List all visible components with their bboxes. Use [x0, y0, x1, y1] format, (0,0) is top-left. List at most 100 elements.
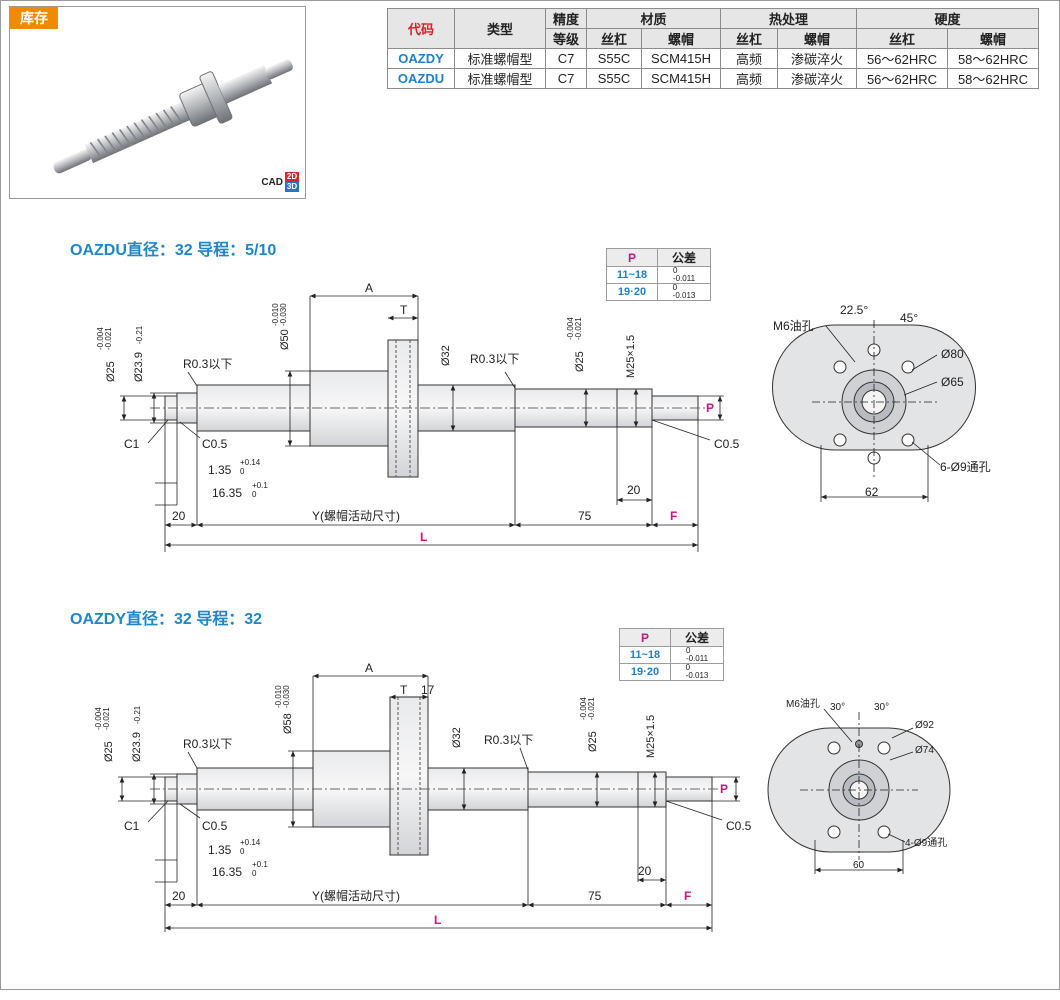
d2-p: P [720, 782, 728, 796]
d1-oil: M6油孔 [773, 319, 814, 333]
product-photo-panel: 库存 CAD 2D 3D [9, 6, 306, 199]
d1-1635-tol-l: 0 [252, 490, 257, 499]
d1-d25b: Ø25 [574, 351, 586, 372]
d1-r03-right: R0.3以下 [470, 352, 519, 366]
d2-20: 20 [172, 889, 186, 903]
tol-upper: 0 [672, 283, 678, 292]
d2-135-tol-u: +0.14 [240, 838, 261, 847]
tol-range: 11~18 [606, 266, 658, 284]
tol-header-p: P [606, 248, 658, 267]
tolerance-table-1: P 公差 11~18 0-0.011 19·20 0-0.013 [606, 248, 711, 301]
d1-d239-tol: -0.21 [135, 325, 144, 344]
d2-d239: Ø23.9 [131, 732, 143, 762]
d1-d25-tol-l: -0.021 [104, 327, 113, 350]
d2-t: T [400, 683, 408, 697]
d2-20b: 20 [638, 864, 652, 878]
d2-d58: Ø58 [282, 713, 294, 734]
table-row: OAZDU 标准螺帽型 C7 S55C SCM415H 高频 渗碳淬火 56～6… [387, 68, 1039, 89]
d2-oil: M6油孔 [786, 697, 820, 710]
d2-a: A [365, 661, 373, 675]
d1-135-tol-u: +0.14 [240, 458, 261, 467]
d1-d50-tol-u: -0.010 [271, 303, 280, 326]
th-hardness: 硬度 [856, 8, 1039, 29]
tol-lower: -0.011 [685, 654, 709, 663]
cell-code[interactable]: OAZDU [387, 68, 455, 89]
tol-header-tol: 公差 [670, 628, 724, 647]
cell-grade: C7 [545, 48, 587, 69]
d2-d92: Ø92 [915, 720, 934, 731]
cell-mat-screw: S55C [586, 68, 642, 89]
d1-p: P [706, 401, 714, 415]
d1-c05-left: C0.5 [202, 437, 228, 451]
d1-d80: Ø80 [941, 347, 964, 361]
cad-3d-icon[interactable]: 3D [285, 182, 299, 192]
th-grade: 等级 [545, 28, 587, 49]
d2-1635: 16.35 [212, 865, 242, 879]
d2-d25-tol-l: -0.021 [102, 707, 111, 730]
d1-ang1: 22.5° [840, 303, 868, 317]
d2-17: 17 [421, 683, 435, 697]
d2-w60: 60 [853, 860, 865, 871]
cell-code[interactable]: OAZDY [387, 48, 455, 69]
drawing1-title: OAZDU直径：32 导程：5/10 [70, 242, 277, 259]
d1-y: Y(螺帽活动尺寸) [312, 508, 400, 523]
d1-f: F [670, 509, 677, 523]
cell-grade: C7 [545, 68, 587, 89]
d2-y: Y(螺帽活动尺寸) [312, 888, 400, 903]
d2-ang1: 30° [830, 702, 845, 713]
d1-d239: Ø23.9 [133, 352, 145, 382]
d1-135-tol-l: 0 [240, 467, 245, 476]
d2-1635-tol-u: +0.1 [252, 860, 268, 869]
tol-header-tol: 公差 [657, 248, 711, 267]
tol-header-p: P [619, 628, 671, 647]
d2-c1: C1 [124, 819, 140, 833]
d2-135-tol-l: 0 [240, 847, 245, 856]
d2-75: 75 [588, 889, 602, 903]
d1-m25: M25×1.5 [625, 335, 637, 378]
drawing2-title: OAZDY直径：32 导程：32 [70, 611, 263, 628]
table-row: 19·20 0-0.013 [619, 663, 724, 681]
d2-d25-tol-u: -0.004 [94, 707, 103, 730]
d1-ang2: 45° [900, 311, 918, 325]
d1-holes: 6-Ø9通孔 [940, 460, 991, 474]
d2-r03-right: R0.3以下 [484, 733, 533, 747]
d2-d25: Ø25 [103, 741, 115, 762]
tol-upper: 0 [672, 266, 678, 275]
tolerance-table-2: P 公差 11~18 0-0.011 19·20 0-0.013 [619, 628, 724, 681]
d1-l: L [420, 530, 427, 544]
th-material: 材质 [586, 8, 721, 29]
tol-range: 19·20 [606, 283, 658, 301]
d1-t: T [400, 303, 408, 317]
d2-c05-right: C0.5 [726, 819, 752, 833]
cad-2d-icon[interactable]: 2D [285, 172, 299, 182]
d2-c05-left: C0.5 [202, 819, 228, 833]
cell-type: 标准螺帽型 [454, 48, 546, 69]
cad-download[interactable]: CAD 2D 3D [261, 172, 299, 192]
cell-hard-nut: 58～62HRC [947, 68, 1039, 89]
d1-d65: Ø65 [941, 375, 964, 389]
drawing2-shaft [164, 696, 713, 856]
tol-lower: -0.011 [672, 274, 696, 283]
table-row: 11~18 0-0.011 [619, 646, 724, 664]
d1-d25: Ø25 [105, 361, 117, 382]
d2-d32: Ø32 [451, 727, 463, 748]
d1-135: 1.35 [208, 463, 232, 477]
th-heat: 热处理 [720, 8, 857, 29]
cell-mat-nut: SCM415H [641, 48, 721, 69]
ball-screw-photo [53, 59, 293, 174]
th-accuracy: 精度 [545, 8, 587, 29]
d1-1635: 16.35 [212, 486, 242, 500]
th-code: 代码 [387, 8, 455, 49]
d1-w62: 62 [865, 485, 879, 499]
spec-table: 代码 类型 精度 材质 热处理 硬度 等级 丝杠 螺帽 丝杠 螺帽 丝杠 螺帽 … [387, 8, 1039, 89]
d2-f: F [684, 889, 691, 903]
d2-m25: M25×1.5 [645, 715, 657, 758]
tol-lower: -0.013 [672, 291, 696, 300]
d2-d25b-tol-u: -0.004 [579, 697, 588, 720]
d2-d58-tol-l: -0.030 [282, 685, 291, 708]
d1-d32: Ø32 [440, 345, 452, 366]
d1-75: 75 [578, 509, 592, 523]
d1-20: 20 [172, 509, 186, 523]
d1-20b: 20 [627, 483, 641, 497]
